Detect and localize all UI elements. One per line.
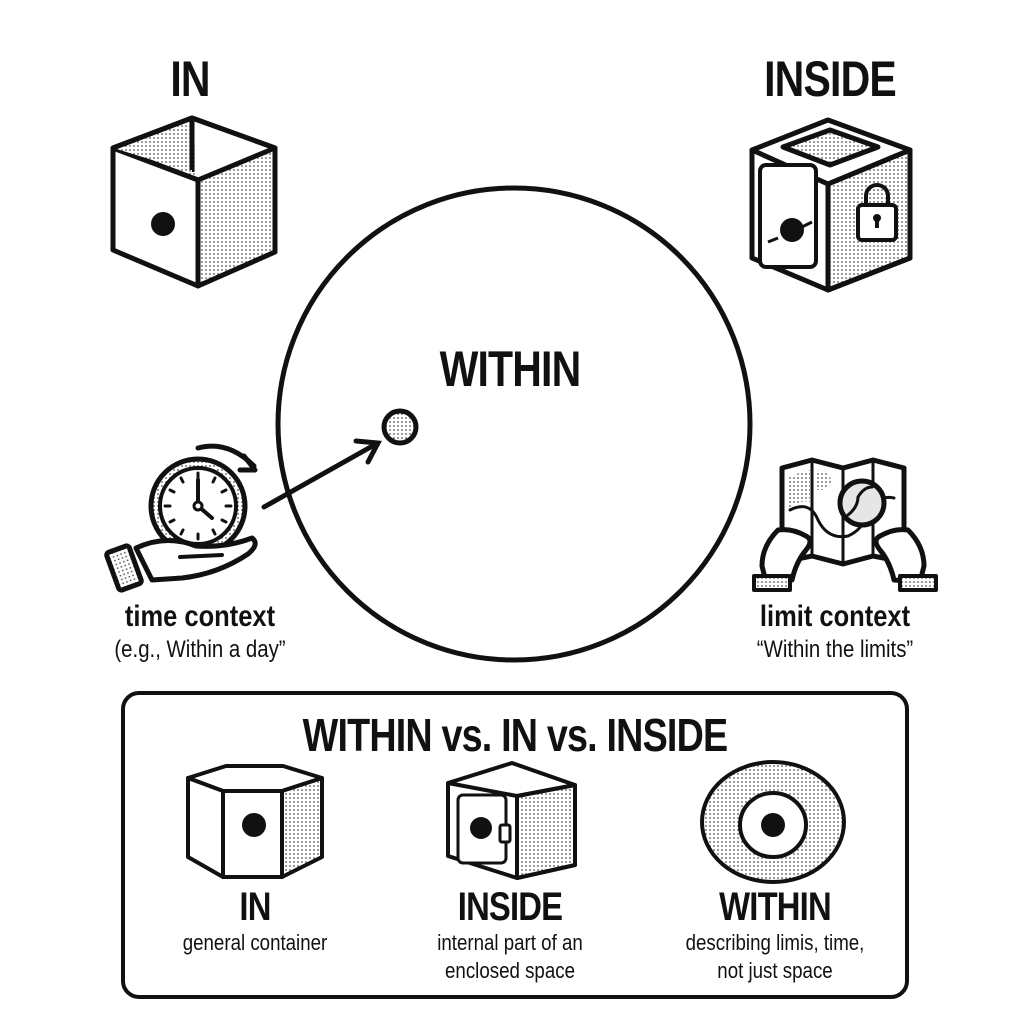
comparison-within-desc-line1: describing limis, time, — [685, 930, 865, 955]
in-title: IN — [170, 51, 210, 107]
comparison-in-desc: general container — [182, 930, 328, 955]
within-boundary-circle — [275, 185, 753, 663]
dot-icon — [761, 813, 785, 837]
limit-context-title: limit context — [759, 600, 911, 633]
arrow-icon — [261, 438, 382, 510]
comparison-inside-desc-line2: enclosed space — [445, 958, 575, 983]
time-context-title: time context — [124, 600, 276, 633]
comparison-inside-label: INSIDE — [457, 885, 563, 929]
safe-icon — [446, 761, 577, 880]
map-in-hands-icon — [752, 457, 938, 592]
limit-context-example: “Within the limits” — [756, 636, 914, 663]
dot-icon — [470, 817, 492, 839]
locked-box-icon — [749, 117, 913, 293]
comparison-heading: WITHIN vs. IN vs. INSIDE — [302, 709, 729, 761]
comparison-in-label: IN — [239, 885, 271, 929]
comparison-inside-desc-line1: internal part of an — [437, 930, 583, 955]
clock-in-hand-icon — [104, 443, 258, 593]
time-context-example: (e.g., Within a day” — [114, 636, 286, 663]
dot-icon — [151, 212, 175, 236]
open-box-icon — [110, 115, 278, 289]
comparison-within-desc-line2: not just space — [717, 958, 833, 983]
comparison-within-label: WITHIN — [719, 885, 831, 929]
dot-icon — [780, 218, 804, 242]
inner-point-icon — [381, 408, 419, 446]
within-title: WITHIN — [439, 341, 582, 397]
comparison-panel — [121, 691, 909, 999]
dot-icon — [242, 813, 266, 837]
keyhole-slot — [875, 218, 879, 228]
inside-title: INSIDE — [764, 51, 897, 107]
